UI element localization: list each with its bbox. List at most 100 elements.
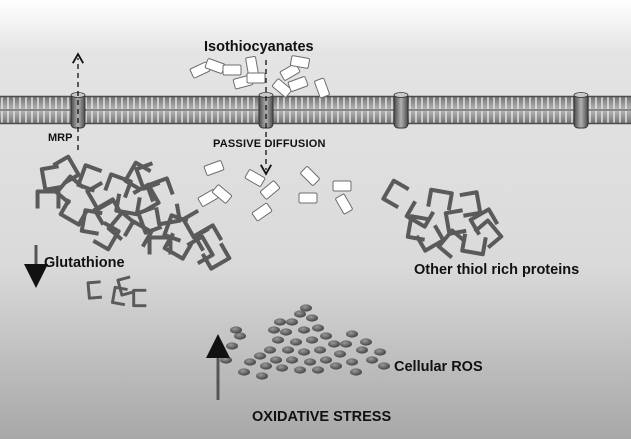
ros-particle xyxy=(286,318,298,326)
thiol-conjugate xyxy=(122,219,154,248)
thiol-conjugate xyxy=(147,235,173,255)
isothiocyanate-molecule xyxy=(246,72,266,84)
thiol-conjugate xyxy=(192,223,224,252)
ros-particle xyxy=(280,328,292,336)
isothiocyanate-molecule xyxy=(287,76,309,92)
ros-particle xyxy=(356,346,368,354)
ros-particle xyxy=(286,356,298,364)
ros-particle xyxy=(282,346,294,354)
isothiocyanate-molecules xyxy=(189,55,353,222)
ros-particle xyxy=(264,346,276,354)
ros-particle xyxy=(274,318,286,326)
isothiocyanates-label: Isothiocyanates xyxy=(204,39,314,55)
ros-particle xyxy=(276,364,288,372)
ros-particle xyxy=(350,368,362,376)
ros-particle xyxy=(268,326,280,334)
thiol-conjugates xyxy=(35,154,504,308)
ros-particle xyxy=(330,362,342,370)
thiol-conjugate xyxy=(134,161,161,191)
isothiocyanate-molecule xyxy=(203,160,225,176)
isothiocyanate-molecule xyxy=(212,184,232,204)
ros-particle xyxy=(256,372,268,380)
other-thiol-proteins-label: Other thiol rich proteins xyxy=(414,262,580,278)
membrane-channel-cap xyxy=(573,92,589,98)
ros-particle xyxy=(298,348,310,356)
glutathione-label: Glutathione xyxy=(44,255,125,271)
thiol-conjugate xyxy=(443,208,467,236)
thiol-conjugate xyxy=(52,154,81,186)
isothiocyanate-molecule xyxy=(251,202,273,222)
thiol-conjugate xyxy=(200,242,232,271)
ros-particle xyxy=(294,366,306,374)
thiol-conjugate xyxy=(35,189,61,209)
ros-particle xyxy=(328,340,340,348)
membrane-channel-cap xyxy=(393,92,409,98)
thiol-conjugate xyxy=(54,174,85,206)
thiol-conjugate xyxy=(381,178,410,210)
ros-particle xyxy=(244,358,256,366)
ros-particle xyxy=(320,332,332,340)
thiol-conjugate xyxy=(116,275,135,297)
ros-particle xyxy=(334,350,346,358)
ros-particle xyxy=(320,356,332,364)
transport-arrows xyxy=(72,52,272,176)
ros-particle xyxy=(270,356,282,364)
isothiocyanate-molecule xyxy=(222,64,242,76)
ros-particle xyxy=(312,366,324,374)
ros-particle xyxy=(220,356,232,364)
ros-particle xyxy=(298,326,310,334)
ros-particle xyxy=(300,304,312,312)
ros-particle xyxy=(306,336,318,344)
thiol-conjugate xyxy=(86,280,103,300)
ros-particle xyxy=(290,338,302,346)
isothiocyanate-molecule xyxy=(300,166,320,186)
ros-particle xyxy=(312,324,324,332)
thiol-conjugate xyxy=(103,172,133,199)
thiol-conjugate xyxy=(136,205,163,235)
mrp-label: MRP xyxy=(48,132,73,144)
ros-particle xyxy=(238,368,250,376)
thiol-conjugate xyxy=(473,218,504,250)
oxidative-stress-label: OXIDATIVE STRESS xyxy=(252,409,392,425)
ros-particle xyxy=(306,314,318,322)
isothiocyanate-molecule xyxy=(332,180,352,192)
thiol-conjugate xyxy=(414,224,446,253)
ros-particle xyxy=(260,362,272,370)
isothiocyanate-molecule xyxy=(335,193,353,215)
isothiocyanate-molecule xyxy=(290,55,310,69)
cellular-ros-label: Cellular ROS xyxy=(394,359,483,375)
cell-membrane xyxy=(0,95,631,125)
ros-particle xyxy=(304,358,316,366)
ros-particles xyxy=(220,304,390,380)
membrane-channel xyxy=(393,93,409,129)
isothiocyanate-molecule xyxy=(244,169,266,187)
thiol-conjugate xyxy=(92,220,121,252)
thiol-conjugate xyxy=(459,190,483,218)
ros-particle xyxy=(254,352,266,360)
isothiocyanate-molecule xyxy=(279,63,301,81)
ros-particle xyxy=(346,358,358,366)
ros-particle xyxy=(374,348,386,356)
thiol-conjugate xyxy=(436,228,467,260)
ros-particle xyxy=(378,362,390,370)
thiol-conjugate xyxy=(404,200,436,229)
thiol-conjugate xyxy=(114,193,142,217)
thiol-conjugate xyxy=(468,207,500,236)
ros-particle xyxy=(346,330,358,338)
ros-particle xyxy=(294,310,306,318)
thiol-conjugate xyxy=(39,164,63,192)
thiol-conjugate xyxy=(460,233,488,257)
ros-particle xyxy=(340,340,352,348)
isothiocyanate-molecule xyxy=(314,77,330,99)
isothiocyanate-molecule xyxy=(260,180,280,200)
isothiocyanate-molecule xyxy=(272,78,292,98)
isothiocyanate-molecule xyxy=(298,192,318,204)
ros-particle xyxy=(272,336,284,344)
level-arrows xyxy=(24,245,230,400)
thiol-conjugate xyxy=(405,214,429,242)
ros-particle xyxy=(234,332,246,340)
ros-particle xyxy=(226,342,238,350)
